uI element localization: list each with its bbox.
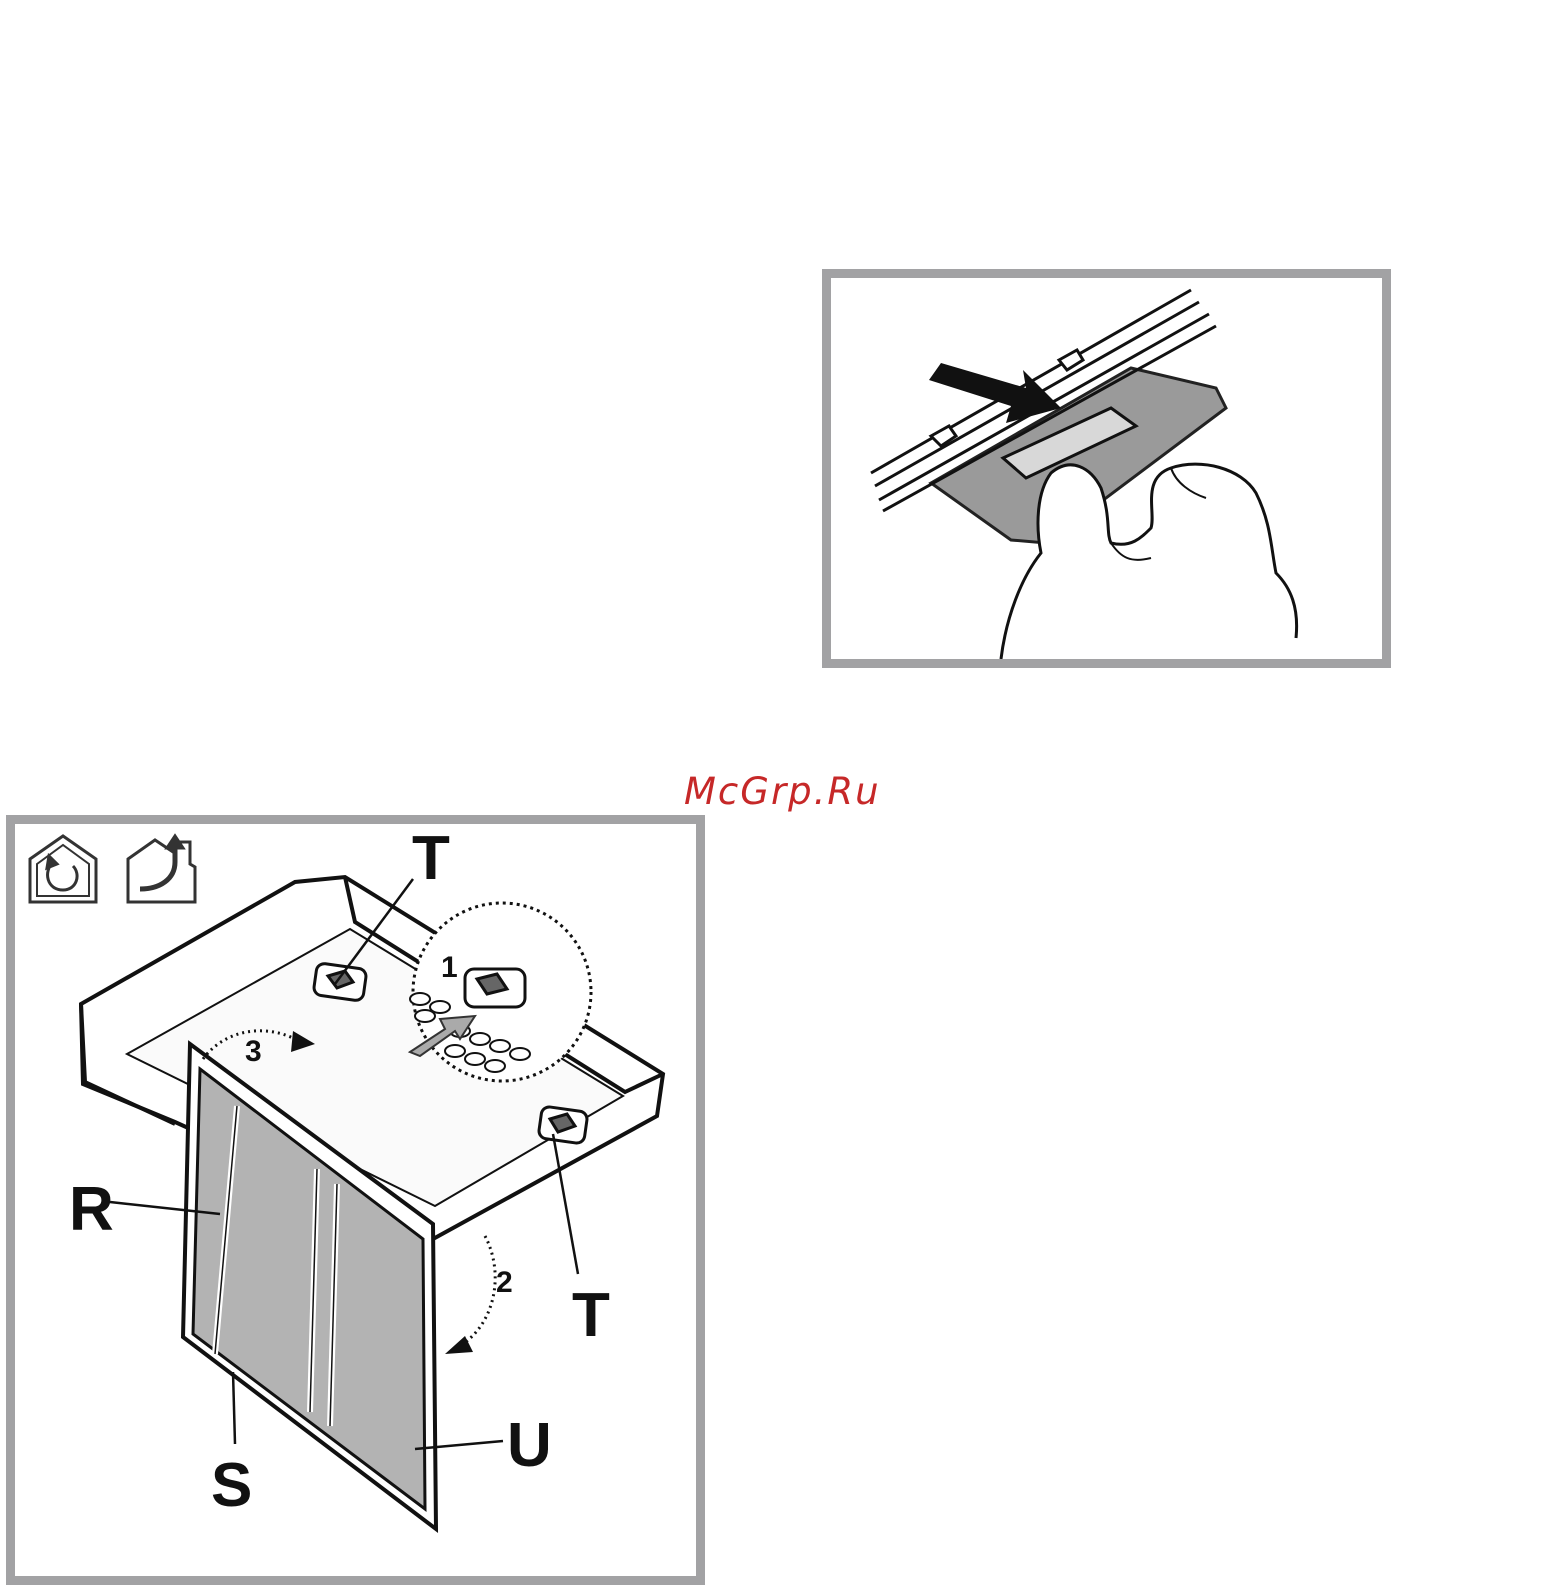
filter-clip bbox=[538, 1106, 588, 1144]
step-1-label: 1 bbox=[441, 951, 458, 984]
filter-removal-drawing: T T R S U 1 2 3 bbox=[15, 824, 696, 1576]
ducted-extraction-mode-icon bbox=[128, 836, 195, 902]
slider-release-drawing bbox=[831, 278, 1382, 659]
label-t-top: T bbox=[412, 824, 450, 893]
recirculation-mode-icon bbox=[30, 836, 96, 902]
label-u: U bbox=[507, 1411, 552, 1480]
rail-clip bbox=[1059, 350, 1083, 370]
filter-removal-illustration: T T R S U 1 2 3 bbox=[6, 815, 705, 1585]
rotation-arrow-2 bbox=[460, 1236, 495, 1346]
push-direction-arrow-icon bbox=[929, 363, 1061, 423]
step-2-label: 2 bbox=[496, 1266, 513, 1299]
label-s: S bbox=[211, 1451, 252, 1520]
label-r: R bbox=[69, 1175, 114, 1244]
slider-release-illustration bbox=[822, 269, 1391, 668]
label-t-right: T bbox=[572, 1281, 610, 1350]
watermark: McGrp.Ru bbox=[684, 770, 881, 813]
filter-clip bbox=[313, 963, 367, 1002]
step-3-label: 3 bbox=[245, 1035, 262, 1068]
filter-clip-detail bbox=[465, 969, 525, 1007]
hand-drawing bbox=[1001, 464, 1297, 659]
